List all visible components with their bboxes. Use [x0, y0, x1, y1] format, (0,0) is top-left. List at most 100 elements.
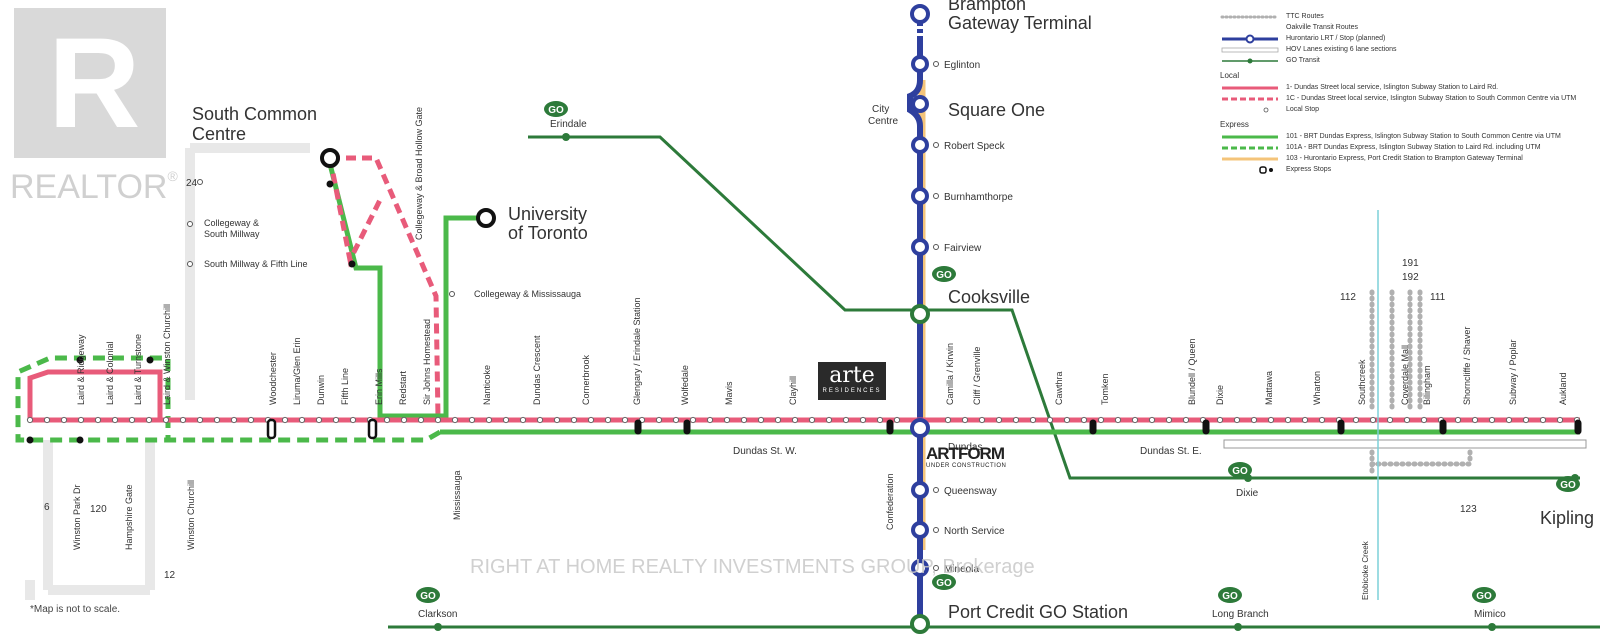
local-stop-dot-43	[757, 416, 765, 424]
local-stop-dot-37	[655, 416, 663, 424]
local-stop-dot-11	[213, 416, 221, 424]
svg-text:GO: GO	[936, 578, 952, 589]
local-stop-dot-70	[1216, 416, 1224, 424]
dundas-lower-stop-3: Mississauga	[452, 470, 462, 520]
go-logo-5: GO	[932, 574, 956, 590]
collegeway-south-millway-1: Collegeway &	[204, 218, 259, 228]
scale-note: *Map is not to scale.	[30, 604, 121, 615]
local-stop-dot-33	[587, 416, 595, 424]
dundas-stop-dots	[26, 416, 1581, 424]
place-labels: Brampton Gateway Terminal Square One Cit…	[192, 0, 1594, 622]
local-stop-dot-4	[94, 416, 102, 424]
dundas-lower-stop-0: Winston Park Dr	[72, 484, 82, 550]
dundas-stop-8: Erin Mills	[374, 368, 384, 405]
dundas-stop-28: Bilingham	[1422, 365, 1432, 405]
local-stop-dot-9	[179, 416, 187, 424]
local-stop-dot-40	[706, 416, 714, 424]
dundas-stop-12: Dundas Crescent	[532, 335, 542, 405]
local-stop-dot-50	[876, 416, 884, 424]
legend-route-101: 101 - BRT Dundas Express, Islington Subw…	[1286, 133, 1561, 140]
realtor-r-letter: R	[48, 12, 141, 155]
dundas-w-label: Dundas St. W.	[733, 446, 797, 457]
local-stop-dot-29	[519, 416, 527, 424]
legend-hov: HOV Lanes existing 6 lane sections	[1286, 46, 1397, 53]
dundas-stop-20: Cawthra	[1054, 371, 1064, 405]
svg-text:GO: GO	[1476, 591, 1492, 602]
dundas-stop-1: Laird & Colonial	[105, 341, 115, 405]
local-stop-dot-12	[230, 416, 238, 424]
express-stops	[26, 180, 1582, 444]
svg-text:GO: GO	[1232, 466, 1248, 477]
local-stop-dot-8	[162, 416, 170, 424]
hurontario-stop-3: Fairview	[944, 243, 982, 254]
dundas-lower-stop-2: Winston Churchill	[186, 480, 196, 550]
local-stop-dot-32	[570, 416, 578, 424]
dundas-stop-13: Cornerbrook	[581, 354, 591, 405]
go-logo-3: GO	[1556, 476, 1580, 492]
go-logo-2: GO	[1228, 462, 1252, 478]
local-stop-dot-3	[77, 416, 85, 424]
dundas-stop-10: Sir Johns Homestead	[422, 319, 432, 405]
map-legend: TTC Routes Oakville Transit Routes Huron…	[1220, 12, 1590, 176]
arte-residences-logo: arte RESIDENCES	[818, 362, 886, 400]
dundas-stop-4: Woodchester	[268, 352, 278, 405]
legend-route-1: 1- Dundas Street local service, Islingto…	[1286, 84, 1499, 91]
local-stop-dot-80	[1386, 416, 1394, 424]
local-stop-dot-64	[1114, 416, 1122, 424]
local-stop-dot-1	[43, 416, 51, 424]
local-stop-dot-2	[60, 416, 68, 424]
dundas-stop-25: Wharton	[1312, 371, 1322, 405]
local-stop-dot-89	[1539, 416, 1547, 424]
local-stop-dot-82	[1420, 416, 1428, 424]
dundas-stop-21: Tomken	[1100, 373, 1110, 405]
local-stop-dot-10	[196, 416, 204, 424]
local-stop-dot-5	[111, 416, 119, 424]
local-stop-dot-17	[315, 416, 323, 424]
route-number-r192: 192	[1402, 272, 1419, 283]
legend-route-101a: 101A - BRT Dundas Express, Islington Sub…	[1286, 144, 1541, 151]
local-stop-dot-45	[791, 416, 799, 424]
brampton-label-2: Gateway Terminal	[948, 13, 1092, 33]
hurontario-stop-1: Robert Speck	[944, 141, 1006, 152]
local-stop-dot-65	[1131, 416, 1139, 424]
brampton-label-1: Brampton	[948, 0, 1026, 14]
artform-logo: ARTFORM UNDER CONSTRUCTION	[926, 444, 1007, 470]
route-number-r6: 6	[44, 502, 50, 513]
local-stop-dot-42	[740, 416, 748, 424]
local-stop-dot-41	[723, 416, 731, 424]
realtor-logo: R REALTOR®	[10, 8, 178, 206]
svg-text:GO: GO	[936, 270, 952, 281]
local-stop-dot-60	[1046, 416, 1054, 424]
local-stop-dot-39	[689, 416, 697, 424]
local-stop-dot-26	[468, 416, 476, 424]
collegeway-south-millway-2: South Millway	[204, 229, 260, 239]
local-stop-dot-7	[145, 416, 153, 424]
go-logo-0: GO	[544, 101, 568, 117]
brokerage-watermark: RIGHT AT HOME REALTY INVESTMENTS GROUP, …	[470, 556, 1035, 578]
route-number-r111: 111	[1430, 292, 1446, 303]
dundas-stop-22: Blundell / Queen	[1187, 338, 1197, 405]
legend-local-header: Local	[1220, 71, 1240, 80]
local-stop-dot-18	[332, 416, 340, 424]
legend-route-103: 103 - Hurontario Express, Port Credit St…	[1286, 155, 1523, 162]
local-stop-dot-59	[1029, 416, 1037, 424]
local-stop-dot-87	[1505, 416, 1513, 424]
uoft-label-2: of Toronto	[508, 223, 588, 243]
dundas-stop-0: Laird & Ridgeway	[76, 334, 86, 405]
dundas-stop-3: Laird & Winston Churchill	[162, 304, 172, 405]
south-common-label-1: South Common	[192, 104, 317, 124]
etobicoke-creek-label: Etobicoke Creek	[1361, 540, 1370, 600]
local-stop-dot-57	[995, 416, 1003, 424]
dundas-label: Dundas	[948, 442, 982, 453]
local-stop-dot-47	[825, 416, 833, 424]
local-stop-dot-73	[1267, 416, 1275, 424]
local-stop-dot-51	[893, 416, 901, 424]
hurontario-stop-5: North Service	[944, 526, 1005, 537]
local-stop-dot-27	[485, 416, 493, 424]
go-station-label-2: Clarkson	[418, 609, 457, 620]
local-stop-dot-13	[247, 416, 255, 424]
dundas-stop-31: Aukland	[1558, 372, 1568, 405]
hurontario-stop-0: Eglinton	[944, 60, 980, 71]
dundas-stop-24: Mattawa	[1264, 371, 1274, 405]
